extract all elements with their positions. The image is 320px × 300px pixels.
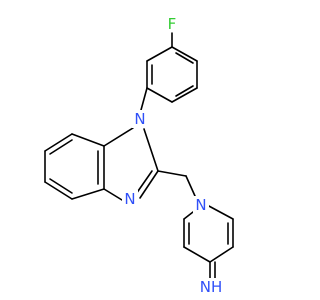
structure-canvas: F N N N NH (44, 14, 234, 296)
label-background (193, 196, 209, 214)
bond (135, 170, 153, 195)
bond (206, 204, 234, 220)
bond (183, 211, 194, 220)
imine-atom: NH (199, 278, 223, 296)
bond (71, 188, 105, 200)
bond (146, 46, 173, 62)
bond (103, 188, 123, 201)
label-background (122, 190, 138, 208)
bond (49, 139, 73, 155)
n3-atom: N (122, 190, 138, 208)
fluorine-atom: F (164, 14, 180, 33)
label-background (199, 278, 223, 296)
bond (185, 175, 196, 197)
bond (171, 46, 198, 62)
bond (44, 133, 73, 152)
imine-label: NH (200, 278, 223, 296)
atom-labels: F N N N NH (122, 14, 223, 296)
pyridine-n-label: N (195, 196, 206, 214)
bond (44, 181, 73, 200)
bond (71, 133, 105, 147)
bond (146, 87, 173, 103)
bonds (44, 32, 234, 279)
n1-atom: N (132, 110, 148, 128)
n3-label: N (124, 190, 135, 208)
bond (183, 246, 211, 263)
pyridine-n-atom: N (193, 196, 209, 214)
fluorine-label: F (168, 15, 177, 33)
bond (139, 170, 159, 199)
label-background (164, 14, 180, 32)
bond (175, 52, 194, 64)
bond (140, 87, 148, 111)
bond (157, 170, 187, 177)
bond (49, 178, 73, 194)
molecule-structure: F N N N NH (44, 14, 234, 296)
n1-label: N (134, 110, 145, 128)
label-background (132, 110, 148, 128)
bond (171, 87, 198, 103)
bond (103, 127, 134, 147)
bond (143, 128, 159, 172)
bond (209, 246, 234, 263)
bond (175, 85, 194, 97)
